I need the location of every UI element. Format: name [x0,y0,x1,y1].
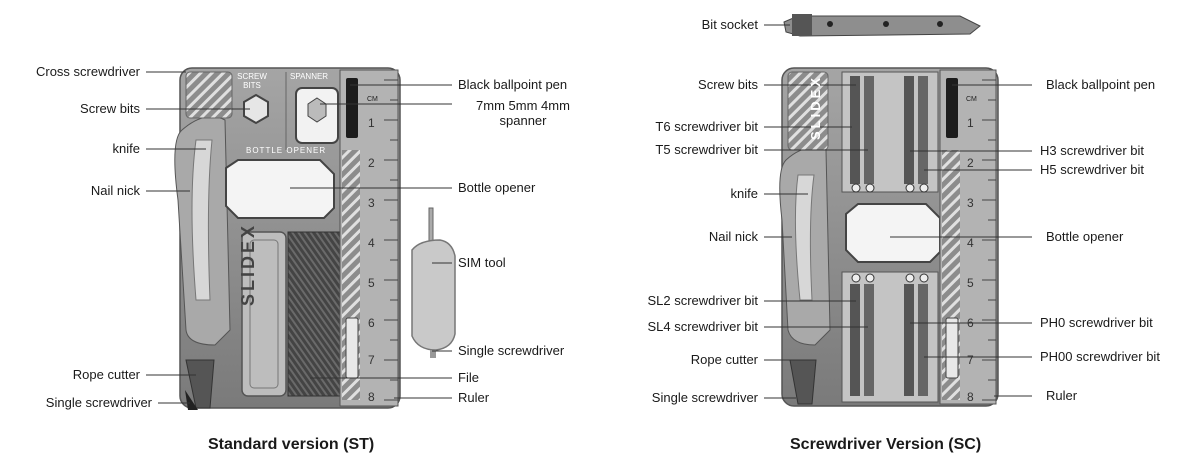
label-file: File [458,370,479,385]
label-rope-cutter-sc: Rope cutter [690,352,758,367]
screwdriver-card [779,14,999,407]
ruler-number: 5 [368,276,375,290]
sim-tool [411,207,456,358]
label-black-ballpoint-pen-sc: Black ballpoint pen [1046,77,1156,92]
label-screw-bits-sc: Screw bits [698,77,758,92]
ruler-number: 8 [967,390,974,404]
ruler-number: 7 [967,353,974,367]
label-rope-cutter: Rope cutter [72,367,140,382]
ruler-number: 4 [368,236,375,250]
label-spanner-sizes: 7mm 5mm 4mm [476,98,570,113]
label-h3-bit: H3 screwdriver bit [1040,143,1145,158]
label-spanner: spanner [499,113,547,128]
label-h5-bit: H5 screwdriver bit [1040,162,1145,177]
label-sim-tool: SIM tool [458,255,506,270]
label-nail-nick-sc: Nail nick [708,229,758,244]
ruler-number: 1 [368,116,375,130]
label-ruler: Ruler [458,390,490,405]
label-black-ballpoint-pen: Black ballpoint pen [458,77,568,92]
ruler-number: 6 [368,316,375,330]
ruler-number: 5 [967,276,974,290]
label-t5-bit: T5 screwdriver bit [655,142,758,157]
label-bit-socket: Bit socket [701,17,758,32]
cm-label-sc: CM [966,96,977,103]
label-screw-bits: Screw bits [80,101,140,116]
label-sl4-bit: SL4 screwdriver bit [647,319,758,334]
ruler-number: 7 [368,353,375,367]
ruler-number: 2 [368,156,375,170]
standard-card [174,67,401,410]
label-single-screwdriver-sc: Single screwdriver [651,390,758,405]
ruler-number: 6 [967,316,974,330]
label-ruler-sc: Ruler [1046,388,1078,403]
ruler-number: 8 [368,390,375,404]
label-bottle-opener-sc: Bottle opener [1046,229,1124,244]
label-bottle-opener: Bottle opener [458,180,536,195]
ruler-number: 4 [967,236,974,250]
label-knife-sc: knife [730,186,758,201]
label-ph0-bit: PH0 screwdriver bit [1040,315,1153,330]
label-knife: knife [112,141,140,156]
screw-label: SCREW [237,72,267,81]
brand-logo-st: SLIDEX [238,222,258,306]
caption-screwdriver: Screwdriver Version (SC) [790,436,982,453]
leader-lines [146,24,1032,404]
label-sl2-bit: SL2 screwdriver bit [647,293,758,308]
ruler-number: 3 [368,196,375,210]
label-cross-screwdriver: Cross screwdriver [35,64,140,79]
label-ph00-bit: PH00 screwdriver bit [1040,349,1160,364]
bottle-opener-card-label: BOTTLE OPENER [246,146,327,155]
label-t6-bit: T6 screwdriver bit [655,119,758,134]
ruler-number: 2 [967,156,974,170]
label-single-screwdriver: Single screwdriver [45,395,152,410]
cm-label-st: CM [367,96,378,103]
label-single-screwdriver-sim: Single screwdriver [458,343,565,358]
brand-logo-sc: SLIDEX [808,75,823,140]
ruler-number: 1 [967,116,974,130]
caption-standard: Standard version (ST) [208,436,375,453]
ruler-number: 3 [967,196,974,210]
spanner-card-label: SPANNER [290,72,329,81]
bits-label: BITS [243,81,261,90]
label-nail-nick: Nail nick [90,183,140,198]
